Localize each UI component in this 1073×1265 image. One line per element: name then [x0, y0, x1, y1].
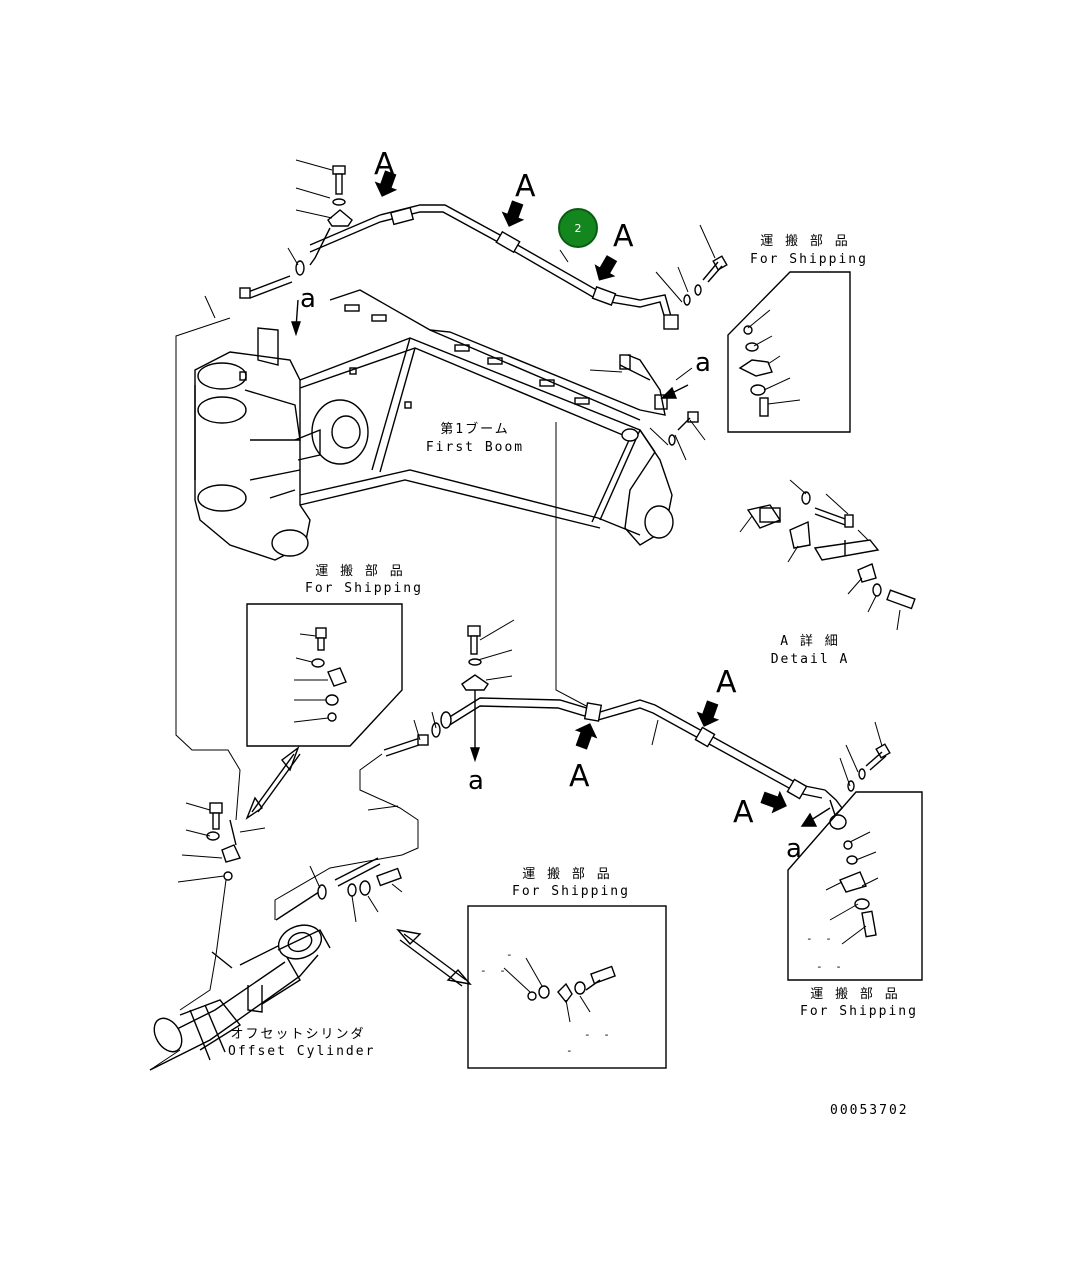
cylinder-label-en: Offset Cylinder	[228, 1044, 376, 1059]
dash-mark: - -	[584, 1028, 613, 1041]
view-a-label: A	[569, 759, 590, 794]
view-a-label: A	[733, 795, 754, 830]
shipping-box-2	[246, 603, 403, 747]
shipping-label-en: For Shipping	[750, 252, 868, 267]
bolt-icon	[332, 165, 346, 195]
view-a-label: A	[716, 665, 737, 700]
ref-a-label: a	[300, 284, 316, 314]
shipping-label-jp: 運 搬 部 品	[810, 987, 900, 1002]
dash-mark: -	[506, 948, 516, 961]
callout-badge[interactable]: 2	[558, 208, 598, 248]
shipping-label-jp: 運 搬 部 品	[760, 234, 850, 249]
shipping-label-en: For Shipping	[305, 581, 423, 596]
leader-lines	[204, 159, 716, 461]
lower-hose	[383, 619, 891, 830]
detail-label-en: Detail A	[770, 652, 850, 667]
ref-a-label: a	[786, 834, 802, 864]
drawing-number: 00053702	[830, 1103, 909, 1118]
arrow-view-icon	[374, 170, 787, 814]
upper-hose	[239, 165, 728, 446]
shipping-label-jp: 運 搬 部 品	[522, 867, 612, 882]
shipping-box-1	[727, 271, 851, 433]
boom-label-jp: 第1ブーム	[440, 422, 510, 437]
bolt-icon	[702, 255, 728, 283]
shipping-label-en: For Shipping	[800, 1004, 918, 1019]
view-a-label: A	[374, 147, 395, 182]
view-a-label: A	[515, 169, 536, 204]
offset-cylinder	[149, 802, 403, 1071]
ref-a-label: a	[468, 766, 484, 796]
shipping-label-en: For Shipping	[512, 884, 630, 899]
dash-mark: - -	[480, 964, 509, 977]
detail-label-jp: A 詳 細	[780, 634, 840, 649]
shipping-box-4	[467, 905, 667, 1069]
view-a-label: A	[613, 219, 634, 254]
first-boom	[194, 289, 674, 561]
double-arrow-icon	[245, 746, 472, 987]
bolt-icon	[677, 411, 699, 431]
dash-mark: -	[566, 1044, 576, 1057]
shipping-box-3	[787, 791, 923, 981]
detail-a	[739, 479, 916, 631]
bolt-icon	[865, 743, 891, 771]
cylinder-label-jp: オフセットシリンダ	[230, 1027, 366, 1042]
ref-a-label: a	[695, 348, 711, 378]
boom-label-en: First Boom	[425, 440, 525, 455]
shipping-label-jp: 運 搬 部 品	[315, 564, 405, 579]
dash-mark: - -	[806, 932, 835, 945]
dash-mark: - -	[816, 960, 845, 973]
